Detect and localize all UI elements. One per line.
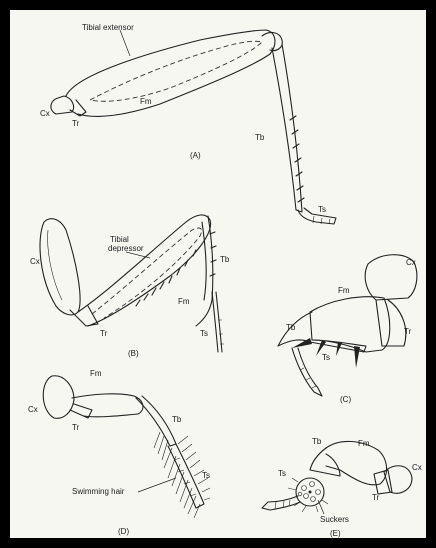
panel-a-tibial-extensor-muscle (90, 41, 262, 101)
panel-a-label-tibial-extensor: Tibial extensor (82, 23, 134, 32)
panel-a-label-tr: Tr (72, 119, 80, 128)
panel-e-label-suckers: Suckers (320, 515, 349, 524)
panel-d-label-tb: Tb (172, 415, 182, 424)
panel-d-label-fm: Fm (90, 369, 102, 378)
panel-e-label-cx: Cx (412, 463, 422, 472)
panel-b-leg (40, 215, 224, 352)
panel-c-label-ts: Ts (322, 353, 330, 362)
panel-d-trochanter (70, 404, 92, 418)
panel-e-caption: (E) (330, 529, 341, 538)
panel-a-label-cx: Cx (40, 109, 50, 118)
panel-c-leg (278, 255, 417, 396)
panel-b-label-fm: Fm (178, 297, 190, 306)
panel-d-label-cx: Cx (28, 405, 38, 414)
panel-c-label-tb: Tb (286, 323, 296, 332)
panel-e-label-ts: Ts (278, 469, 286, 478)
panel-a-tibial-spines (290, 116, 304, 202)
panel-a-coxa (51, 96, 74, 114)
panel-d-femur (72, 394, 143, 417)
panel-d-label-ts: Ts (202, 471, 210, 480)
panel-e-label-fm: Fm (358, 439, 370, 448)
panel-b-tibia (196, 216, 213, 326)
panel-e-tarsus (262, 496, 300, 510)
panel-a-label-tb: Tb (255, 133, 265, 142)
panel-c-tarsus (292, 348, 322, 396)
panel-b-trochanter (70, 306, 98, 326)
panel-a-caption: (A) (190, 151, 201, 160)
panel-a-tarsus (298, 208, 336, 224)
panel-e-label-tb: Tb (312, 437, 322, 446)
panel-d-label-tr: Tr (72, 423, 80, 432)
panel-a-tibia (272, 44, 302, 212)
panel-c-caption: (C) (340, 395, 351, 404)
panel-d-leg (43, 376, 210, 518)
panel-e-femur (326, 441, 387, 484)
panel-d-coxa (43, 376, 74, 419)
panel-b-label-tibial: Tibial (110, 235, 129, 244)
panel-c-label-fm: Fm (338, 286, 350, 295)
panel-c-trochanter (376, 300, 406, 346)
panel-a-leg (51, 30, 336, 224)
panel-b-caption: (B) (128, 349, 139, 358)
panel-b-tarsus (212, 292, 222, 352)
panel-b-label-tr: Tr (100, 329, 108, 338)
panel-d-label-swimming-hair: Swimming hair (72, 487, 125, 496)
panel-a-femur (66, 30, 275, 116)
panel-b-label-cx: Cx (30, 257, 40, 266)
panel-c-label-tr: Tr (404, 327, 412, 336)
panel-b-label-ts: Ts (200, 329, 208, 338)
panel-d-caption: (D) (118, 527, 129, 536)
panel-e-label-tr: Tr (372, 493, 380, 502)
panel-b-coxa (40, 219, 80, 315)
panel-a-label-fm: Fm (140, 97, 152, 106)
panel-b-label-tb: Tb (220, 255, 230, 264)
panel-d-tarsus (168, 444, 204, 508)
panel-c-label-cx: Cx (406, 258, 416, 267)
panel-b-label-depressor: depressor (108, 244, 144, 253)
panel-a-label-ts: Ts (318, 205, 326, 214)
panel-e-tibia (310, 448, 340, 476)
